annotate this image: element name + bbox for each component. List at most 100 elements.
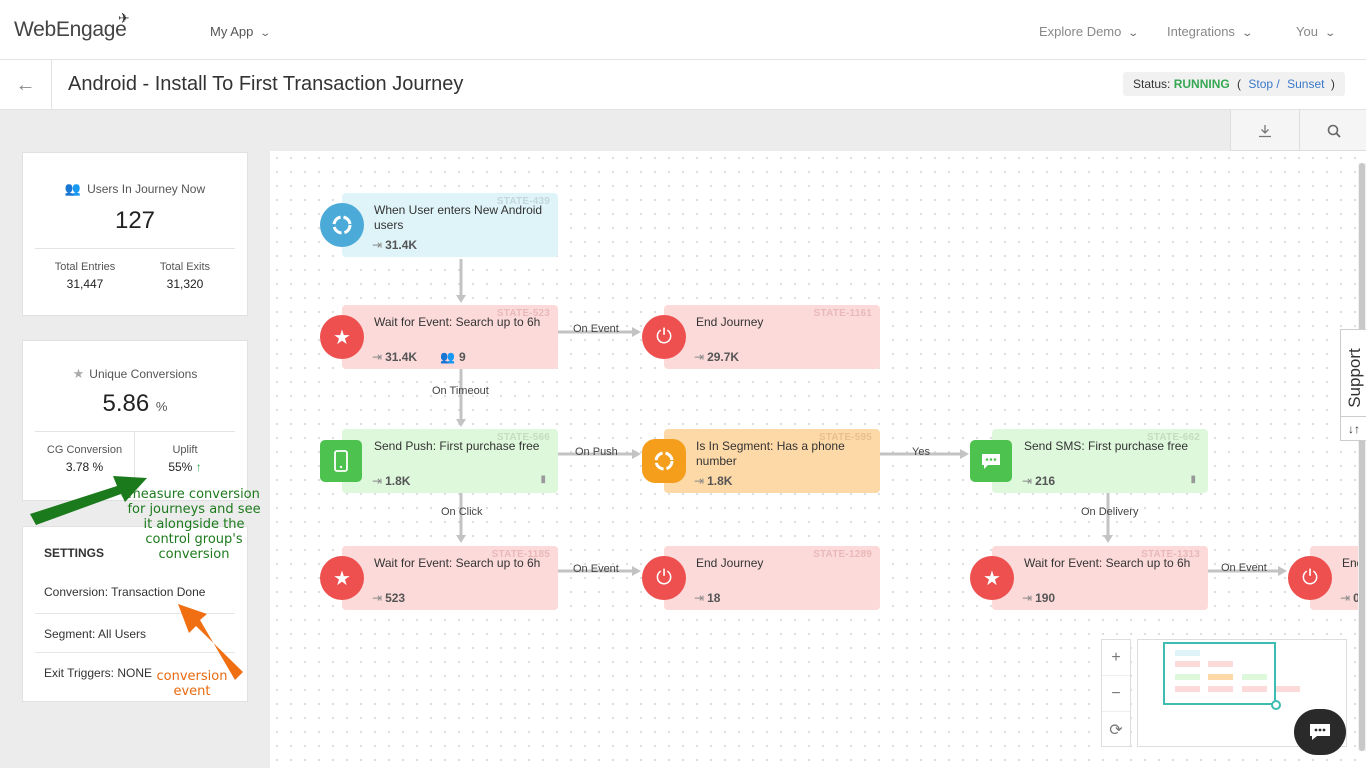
journey-node-wait[interactable]: ★ STATE-1185 Wait for Event: Search up t… bbox=[320, 546, 558, 610]
total-exits-value: 31,320 bbox=[166, 277, 204, 291]
power-icon: ⏻ bbox=[642, 556, 686, 600]
total-entries-value: 31,447 bbox=[66, 277, 104, 291]
minimap-viewport[interactable] bbox=[1163, 642, 1276, 705]
edge-label-on-event: On Event bbox=[1221, 562, 1267, 574]
node-label: Send SMS: First purchase free bbox=[1024, 439, 1189, 453]
node-count: ⇥216 bbox=[1022, 474, 1055, 488]
minimap-node bbox=[1208, 674, 1233, 680]
people-icon: 👥 bbox=[64, 181, 82, 196]
node-count: ⇥1.8K bbox=[372, 474, 410, 488]
integrations-menu[interactable]: Integrations⌄ bbox=[1167, 24, 1253, 39]
entry-arrow-icon: ⇥ bbox=[1022, 591, 1033, 605]
node-label: End Journey bbox=[696, 556, 764, 570]
users-in-journey-card: 👥Users In Journey Now 127 Total Entries … bbox=[22, 152, 248, 316]
support-tab[interactable]: Support ↓↑ bbox=[1340, 329, 1366, 441]
node-state-id: STATE-566 bbox=[496, 432, 550, 443]
chat-button[interactable] bbox=[1294, 709, 1346, 755]
journey-node-trigger[interactable]: STATE-439 When User enters New Android u… bbox=[320, 193, 558, 257]
support-label: Support bbox=[1345, 348, 1364, 408]
journey-node-segment[interactable]: STATE-595 Is In Segment: Has a phone num… bbox=[642, 429, 880, 493]
refresh-circle-icon bbox=[654, 451, 674, 471]
chat-icon bbox=[1310, 724, 1330, 740]
total-exits: Total Exits 31,320 bbox=[135, 249, 235, 291]
bar-chart-icon[interactable]: ▮ bbox=[540, 474, 546, 485]
stop-link[interactable]: Stop bbox=[1248, 77, 1274, 91]
node-count: ⇥523 bbox=[372, 591, 405, 605]
node-count-value: 523 bbox=[385, 591, 406, 605]
app-selector[interactable]: My App ⌄ bbox=[210, 24, 272, 39]
zoom-controls: + − ⟳ bbox=[1101, 639, 1131, 747]
edge-label-on-delivery: On Delivery bbox=[1081, 506, 1139, 518]
search-button[interactable] bbox=[1299, 110, 1366, 151]
app-selector-label: My App bbox=[210, 24, 254, 39]
chevron-down-icon: ⌄ bbox=[1127, 28, 1140, 39]
edge-label-on-click: On Click bbox=[441, 506, 483, 518]
node-count: ⇥190 bbox=[1022, 591, 1055, 605]
node-count-value: 31.4K bbox=[385, 238, 418, 252]
bar-chart-icon[interactable]: ▮ bbox=[1190, 474, 1196, 485]
entry-arrow-icon: ⇥ bbox=[372, 238, 383, 252]
minimap-node bbox=[1175, 661, 1200, 667]
entry-arrow-icon: ⇥ bbox=[372, 350, 383, 364]
canvas-scrollbar[interactable] bbox=[1358, 163, 1366, 751]
edge-label-yes: Yes bbox=[912, 446, 930, 458]
minimap-resize-handle[interactable] bbox=[1271, 700, 1281, 710]
condition-icon bbox=[642, 439, 686, 483]
node-count-value: 31.4K bbox=[385, 350, 418, 364]
node-state-id: STATE-439 bbox=[496, 196, 550, 207]
conversions-value: 5.86 % bbox=[23, 390, 247, 418]
uplift-value-row: 55% ↑ bbox=[135, 460, 235, 474]
edge-label-on-event: On Event bbox=[573, 563, 619, 575]
sunset-link[interactable]: Sunset bbox=[1287, 77, 1325, 91]
uplift: Uplift 55% ↑ bbox=[135, 432, 235, 474]
edge-label-on-event: On Event bbox=[573, 323, 619, 335]
chevron-down-icon: ⌄ bbox=[259, 28, 272, 39]
journey-node-sms[interactable]: STATE-662 Send SMS: First purchase free … bbox=[970, 429, 1208, 493]
conversions-unit: % bbox=[155, 399, 168, 414]
people-icon: 👥 bbox=[440, 350, 455, 364]
star-icon: ★ bbox=[72, 366, 85, 381]
star-icon: ★ bbox=[320, 556, 364, 600]
journey-node-wait[interactable]: ★ STATE-1313 Wait for Event: Search up t… bbox=[970, 546, 1208, 610]
node-count: ⇥31.4K bbox=[372, 238, 417, 252]
journey-node-end[interactable]: ⏻ STATE-1161 End Journey ⇥29.7K bbox=[642, 305, 880, 369]
zoom-in-button[interactable]: + bbox=[1102, 640, 1130, 676]
node-count-value: 216 bbox=[1035, 474, 1056, 488]
node-waiting-value: 9 bbox=[458, 350, 466, 364]
journey-node-wait[interactable]: ★ STATE-523 Wait for Event: Search up to… bbox=[320, 305, 558, 369]
user-menu[interactable]: You⌄ bbox=[1296, 24, 1336, 39]
unique-conversions-card: ★Unique Conversions 5.86 % CG Conversion… bbox=[22, 340, 248, 501]
download-icon bbox=[1259, 124, 1271, 137]
back-button[interactable]: ← bbox=[0, 60, 52, 110]
journey-status: Status: RUNNING ( Stop / Sunset ) bbox=[1123, 72, 1345, 96]
node-state-id: STATE-595 bbox=[818, 432, 872, 443]
users-count: 127 bbox=[114, 207, 156, 234]
node-state-id: STATE-1313 bbox=[1141, 549, 1200, 560]
reset-view-button[interactable]: ⟳ bbox=[1109, 722, 1123, 739]
node-label: Is In Segment: Has a phone number bbox=[696, 439, 845, 468]
conversions-heading: ★Unique Conversions bbox=[23, 366, 247, 382]
zoom-out-button[interactable]: − bbox=[1102, 676, 1130, 712]
sort-icon[interactable]: ↓↑ bbox=[1341, 416, 1366, 440]
journey-node-end[interactable]: ⏻ STATE-1289 End Journey ⇥18 bbox=[642, 546, 880, 610]
users-heading-label: Users In Journey Now bbox=[87, 182, 206, 196]
node-count: ⇥0 bbox=[1340, 591, 1360, 605]
node-count: ⇥31.4K bbox=[372, 350, 417, 364]
node-count-value: 29.7K bbox=[707, 350, 740, 364]
users-heading: 👥 Users In Journey Now bbox=[23, 181, 247, 197]
scrollbar-thumb[interactable] bbox=[1359, 163, 1365, 751]
explore-demo-menu[interactable]: Explore Demo⌄ bbox=[1039, 24, 1140, 39]
entry-arrow-icon: ⇥ bbox=[372, 591, 383, 605]
node-state-id: STATE-1289 bbox=[813, 549, 872, 560]
download-button[interactable] bbox=[1231, 110, 1299, 151]
journey-title-bar: ← Android - Install To First Transaction… bbox=[0, 60, 1366, 110]
paren-open: ( bbox=[1237, 77, 1242, 91]
arrow-left-icon: ← bbox=[15, 73, 36, 96]
settings-title: SETTINGS bbox=[44, 546, 105, 560]
journey-node-push[interactable]: STATE-566 Send Push: First purchase free… bbox=[320, 429, 558, 493]
node-count-value: 18 bbox=[707, 591, 721, 605]
node-state-id: STATE-1185 bbox=[491, 549, 550, 560]
journey-node-end[interactable]: ⏻ End ⇥0 bbox=[1288, 546, 1366, 610]
node-label: End Journey bbox=[696, 315, 764, 329]
webengage-logo[interactable]: WebEngage ✈ bbox=[14, 10, 130, 42]
